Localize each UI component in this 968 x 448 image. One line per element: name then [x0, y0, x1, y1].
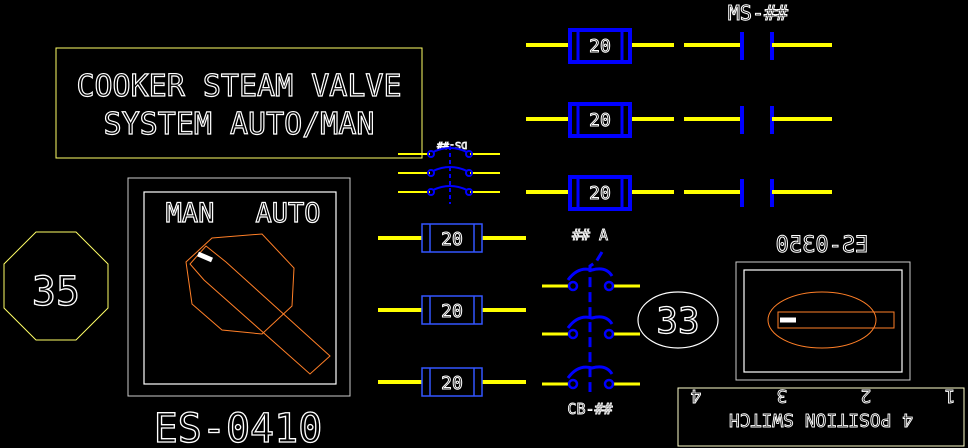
- left-fuse-row: 20: [378, 367, 526, 397]
- top-fuse-label: 20: [589, 110, 611, 131]
- ds-label: DS-##: [437, 139, 467, 150]
- auto-label: AUTO: [255, 198, 320, 229]
- circuit-breaker-cb: ## A CB-##: [542, 226, 640, 418]
- left-fuse-label: 20: [441, 301, 463, 322]
- breaker-rating-label: ## A: [572, 226, 608, 244]
- top-fuse-row: 20: [526, 102, 832, 138]
- knob-body: [185, 233, 295, 335]
- selector-switch-es0410: MAN AUTO ES-0410: [127, 177, 351, 448]
- breaker-pole: [542, 365, 640, 390]
- top-fuse-label: 20: [589, 36, 611, 57]
- es0350-tag: ES-0350: [776, 233, 869, 258]
- legend-number: 1: [945, 385, 956, 406]
- left-fuse-label: 20: [441, 373, 463, 394]
- bubble-35-text: 35: [32, 269, 80, 315]
- breaker-tag: CB-##: [567, 400, 612, 418]
- title-box: COOKER STEAM VALVE SYSTEM AUTO/MAN: [55, 47, 423, 159]
- bubble-35: 35: [3, 231, 109, 341]
- title-line-2: SYSTEM AUTO/MAN: [104, 107, 375, 142]
- knob-handle: [189, 245, 331, 375]
- ms-label: MS-##: [728, 1, 788, 25]
- title-line-1: COOKER STEAM VALVE: [76, 69, 401, 104]
- bubble-33: 33: [637, 291, 719, 349]
- left-fuse-rows: 20 20 20: [378, 223, 526, 397]
- es0410-tag: ES-0410: [154, 406, 323, 448]
- top-fuse-rows: 20 20 20: [526, 28, 832, 211]
- knob-indicator: [197, 251, 213, 263]
- top-fuse-row: 20: [526, 28, 832, 64]
- legend-number: 2: [861, 385, 872, 406]
- top-fuse-label: 20: [589, 183, 611, 204]
- left-fuse-row: 20: [378, 295, 526, 325]
- breaker-pole: [542, 315, 640, 340]
- top-fuse-row: 20: [526, 175, 832, 211]
- left-fuse-label: 20: [441, 229, 463, 250]
- breaker-pole: [542, 267, 640, 292]
- left-fuse-row: 20: [378, 223, 526, 253]
- four-position-switch-legend: 4 POSITION SWITCH 1 2 3 4: [677, 385, 965, 447]
- legend-number: 4: [691, 385, 702, 406]
- legend-number: 3: [777, 385, 788, 406]
- legend-title: 4 POSITION SWITCH: [729, 409, 913, 430]
- disconnect-switch-ds: DS-##: [398, 139, 500, 204]
- man-label: MAN: [166, 198, 215, 229]
- selector-switch-es0350: ES-0350: [735, 233, 911, 381]
- bubble-33-text: 33: [656, 301, 699, 342]
